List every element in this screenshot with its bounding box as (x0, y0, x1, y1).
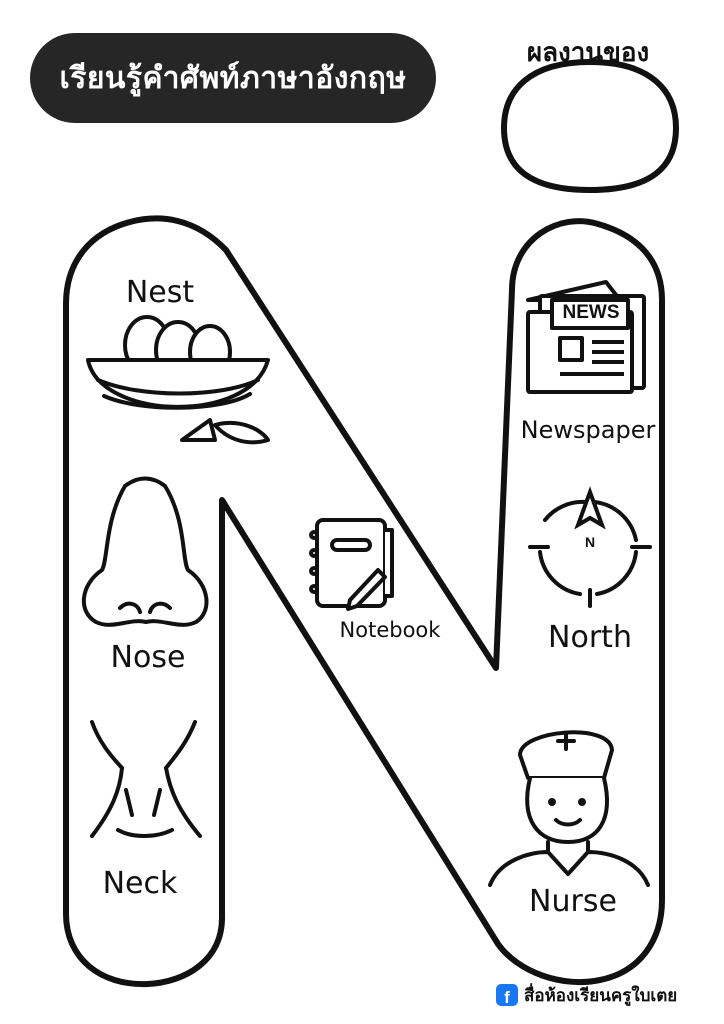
compass-icon (528, 486, 652, 608)
word-nest: Nest (125, 275, 195, 310)
nose-icon (81, 476, 209, 627)
word-newspaper: Newspaper (520, 416, 656, 444)
word-nose: Nose (110, 640, 186, 675)
word-neck: Neck (102, 866, 178, 901)
word-nurse: Nurse (529, 884, 617, 919)
newspaper-icon (526, 280, 646, 394)
nest-icon (86, 315, 270, 445)
footer-credit-text: สื่อห้องเรียนครูใบเตย (524, 985, 678, 1006)
compass-letter: N (584, 534, 596, 550)
worksheet-title: เรียนรู้คำศัพท์ภาษาอังกฤษ (59, 60, 407, 96)
name-circle (500, 58, 680, 194)
neck-icon (90, 720, 202, 838)
facebook-icon: f (496, 984, 518, 1006)
name-label: ผลงานของ (526, 38, 650, 68)
nurse-icon (488, 730, 650, 887)
title-banner (30, 33, 436, 123)
word-notebook: Notebook (339, 618, 441, 642)
notebook-icon (309, 518, 394, 611)
footer-credit[interactable]: f สื่อห้องเรียนครูใบเตย (496, 982, 677, 1008)
newspaper-heading: NEWS (562, 302, 620, 323)
word-north: North (548, 620, 632, 655)
